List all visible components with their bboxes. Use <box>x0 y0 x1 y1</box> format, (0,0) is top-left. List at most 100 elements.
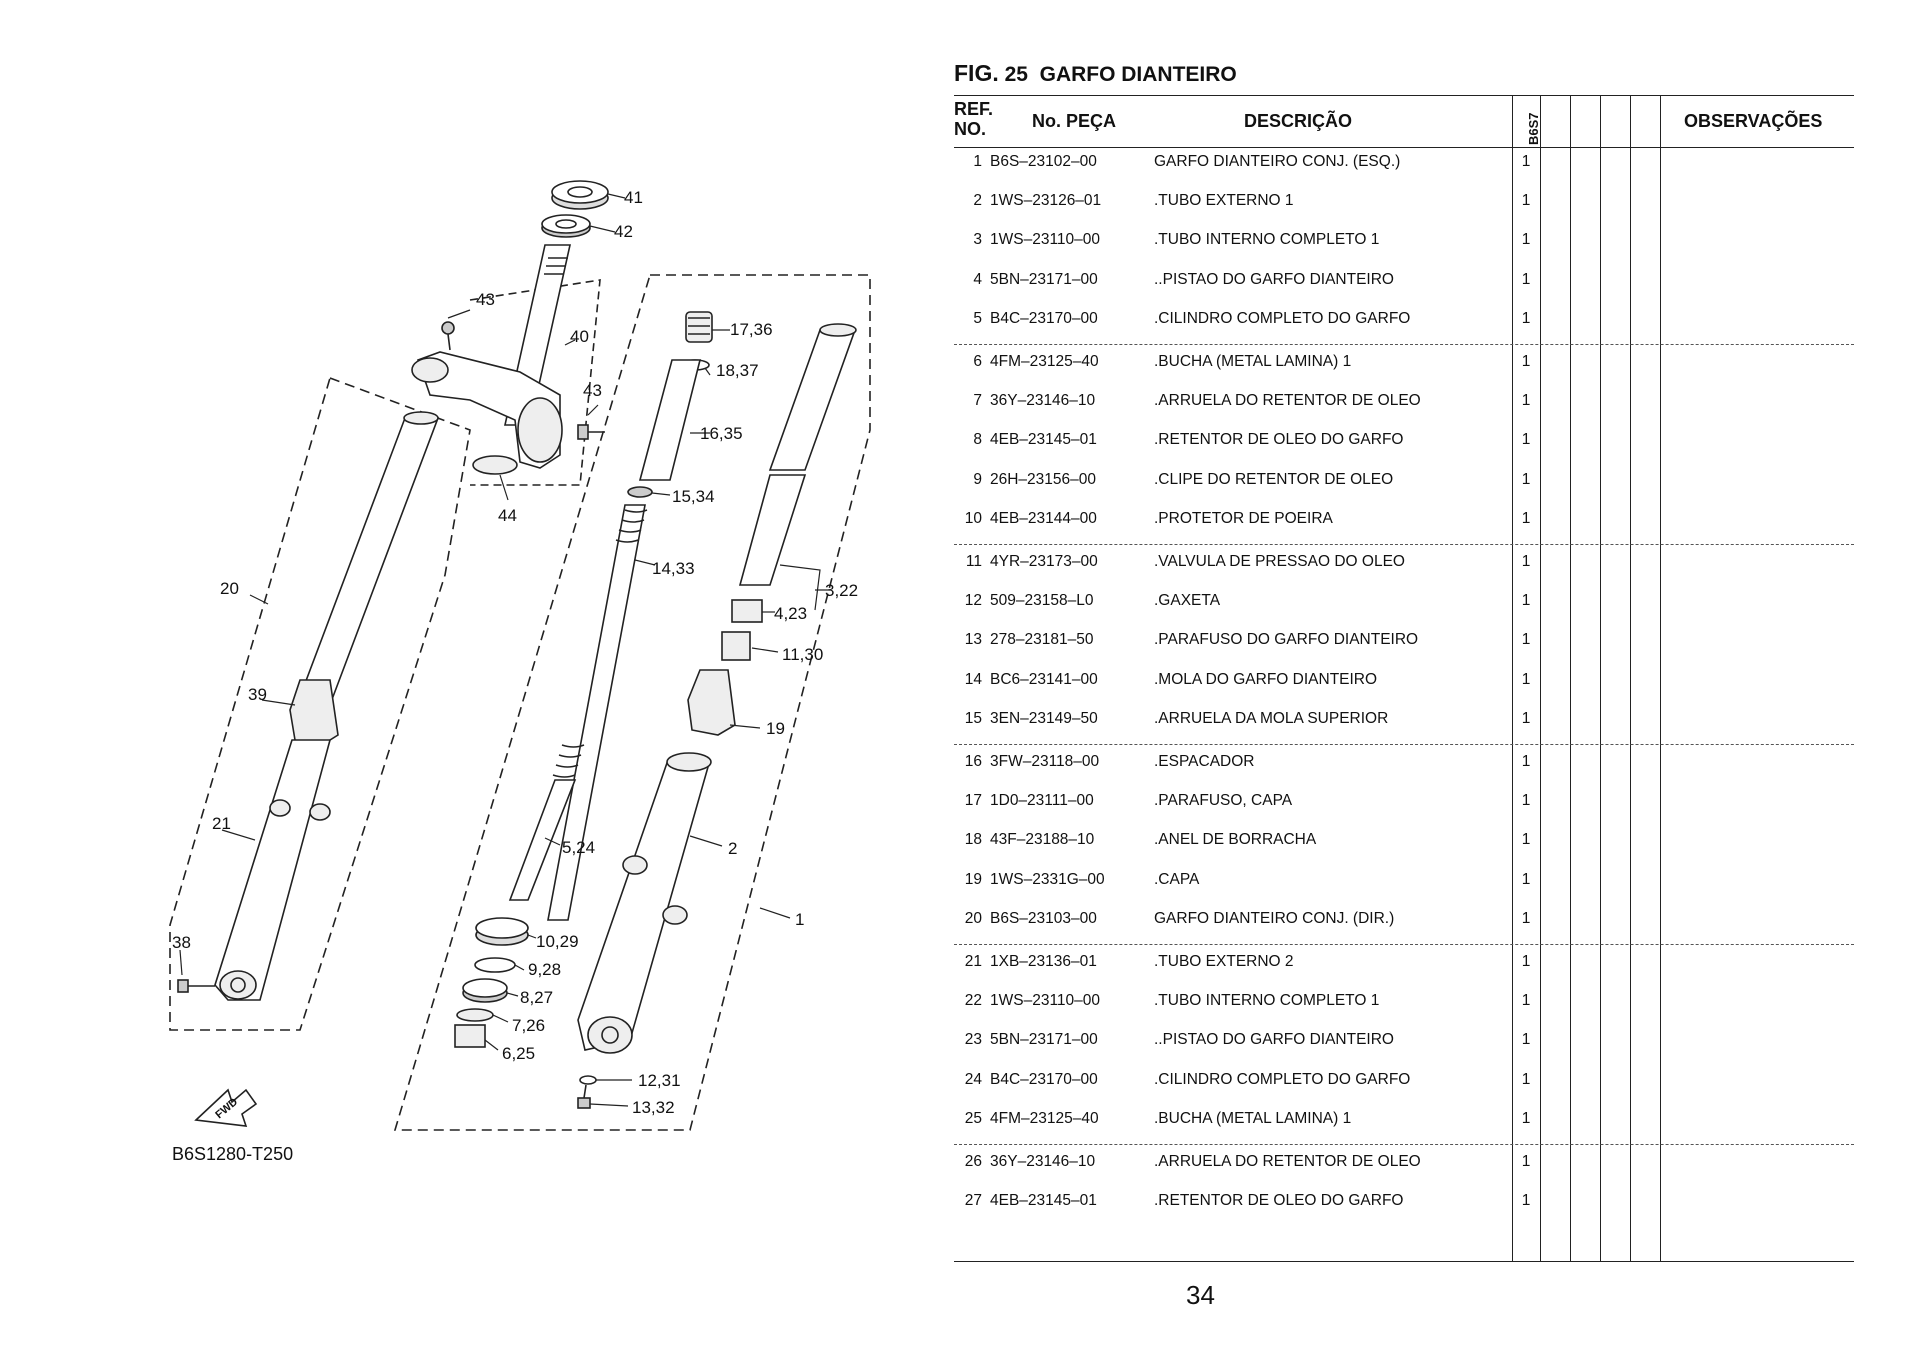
parts-table: REF. NO. No. PEÇA DESCRIÇÃO OBSERVAÇÕES … <box>954 95 1854 1262</box>
row-part-no: 4FM–23125–40 <box>990 353 1099 370</box>
row-description: .BUCHA (METAL LAMINA) 1 <box>1154 353 1352 370</box>
row-part-no: 4EB–23145–01 <box>990 1192 1097 1210</box>
row-ref-no: 19 <box>964 870 982 888</box>
col-divider-model <box>1540 95 1541 1262</box>
row-part-no: 1WS–23110–00 <box>990 231 1101 249</box>
row-part-no: 4FM–23125–40 <box>990 1109 1099 1127</box>
row-part-no: 36Y–23146–10 <box>990 1153 1096 1170</box>
row-ref-no: 6 <box>973 353 982 370</box>
callout-7-26: 7,26 <box>512 1016 545 1035</box>
row-ref-no: 15 <box>964 709 982 727</box>
group-separator <box>954 344 1854 345</box>
callout-5-24: 5,24 <box>562 838 595 857</box>
clip-9 <box>474 957 516 973</box>
row-quantity: 1 <box>1521 553 1531 570</box>
row-quantity: 1 <box>1521 192 1531 210</box>
col-divider-a <box>1570 95 1571 1262</box>
callout-17-36: 17,36 <box>730 320 773 339</box>
callout-43-side: 43 <box>583 381 602 400</box>
washer-7 <box>456 1008 494 1022</box>
row-part-no: 1WS–2331G–00 <box>990 870 1105 888</box>
callout-6-25: 6,25 <box>502 1044 535 1063</box>
row-part-no: 5BN–23171–00 <box>990 270 1098 288</box>
row-ref-no: 3 <box>973 231 982 249</box>
right-fork-group-outline <box>393 274 871 1131</box>
left-outer-tube-21 <box>214 739 332 1001</box>
row-quantity: 1 <box>1521 431 1531 449</box>
row-ref-no: 17 <box>964 792 982 810</box>
row-description: .TUBO EXTERNO 1 <box>1154 192 1294 210</box>
row-part-no: BC6–23141–00 <box>990 670 1098 688</box>
row-quantity: 1 <box>1521 1153 1531 1170</box>
bearing-42 <box>541 214 591 238</box>
row-description: .ARRUELA DA MOLA SUPERIOR <box>1154 709 1389 727</box>
col-divider-b <box>1600 95 1601 1262</box>
row-quantity: 1 <box>1521 309 1531 327</box>
row-part-no: 278–23181–50 <box>990 631 1094 649</box>
right-outer-tube-2 <box>577 752 712 1054</box>
row-description: .CILINDRO COMPLETO DO GARFO <box>1154 309 1411 327</box>
row-part-no: 43F–23188–10 <box>990 831 1095 849</box>
callout-20: 20 <box>220 579 239 598</box>
row-ref-no: 9 <box>973 470 982 488</box>
clip-44 <box>472 455 518 475</box>
callout-43-top: 43 <box>476 290 495 309</box>
row-description: GARFO DIANTEIRO CONJ. (DIR.) <box>1154 909 1395 927</box>
header-model-code: B6S7 <box>1526 112 1541 145</box>
row-description: .GAXETA <box>1154 592 1221 610</box>
callout-16-35: 16,35 <box>700 424 743 443</box>
group-separator <box>954 1144 1854 1145</box>
row-ref-no: 24 <box>964 1070 982 1088</box>
row-description: GARFO DIANTEIRO CONJ. (ESQ.) <box>1154 153 1401 170</box>
row-description: .CAPA <box>1154 870 1200 888</box>
cap-bolt-17 <box>685 311 713 343</box>
callout-10-29: 10,29 <box>536 932 579 951</box>
row-ref-no: 5 <box>973 309 982 327</box>
bushing-6 <box>454 1024 486 1048</box>
row-part-no: B6S–23102–00 <box>990 153 1097 170</box>
row-quantity: 1 <box>1521 709 1531 727</box>
row-quantity: 1 <box>1521 153 1531 170</box>
row-ref-no: 23 <box>964 1031 982 1049</box>
callout-labels: 41 42 43 40 43 44 20 39 21 38 17,36 18,3… <box>172 188 858 1117</box>
gasket-12 <box>579 1075 597 1085</box>
group-separator <box>954 744 1854 745</box>
row-ref-no: 25 <box>964 1109 982 1127</box>
row-ref-no: 13 <box>964 631 982 649</box>
row-description: .RETENTOR DE OLEO DO GARFO <box>1154 431 1404 449</box>
row-part-no: 36Y–23146–10 <box>990 392 1096 410</box>
row-ref-no: 12 <box>964 592 982 610</box>
row-ref-no: 1 <box>973 153 982 170</box>
col-divider-c <box>1630 95 1631 1262</box>
figure-title: FIG. 25 GARFO DIANTEIRO <box>954 60 1237 87</box>
row-description: .PROTETOR DE POEIRA <box>1154 509 1333 527</box>
row-quantity: 1 <box>1521 1070 1531 1088</box>
fwd-arrow-icon <box>194 1088 258 1127</box>
header-notes: OBSERVAÇÕES <box>1684 111 1823 131</box>
row-ref-no: 20 <box>964 909 982 927</box>
diagram-code: B6S1280-T250 <box>172 1144 293 1164</box>
callout-18-37: 18,37 <box>716 361 759 380</box>
row-description: .ARRUELA DO RETENTOR DE OLEO <box>1154 1153 1421 1170</box>
figure-number: 25 <box>1004 63 1028 86</box>
row-quantity: 1 <box>1521 870 1531 888</box>
row-description: .ESPACADOR <box>1154 753 1255 770</box>
callout-11-30: 11,30 <box>782 645 823 664</box>
callout-44: 44 <box>498 506 517 525</box>
col-divider-desc <box>1512 95 1513 1262</box>
callout-12-31: 12,31 <box>638 1071 681 1090</box>
callout-21: 21 <box>212 814 231 833</box>
row-ref-no: 8 <box>973 431 982 449</box>
left-fork-cap-39 <box>289 679 339 746</box>
row-part-no: 1XB–23136–01 <box>990 953 1097 970</box>
row-part-no: 1WS–23110–00 <box>990 992 1101 1010</box>
callout-2: 2 <box>728 839 737 858</box>
row-part-no: 26H–23156–00 <box>990 470 1097 488</box>
row-description: .BUCHA (METAL LAMINA) 1 <box>1154 1109 1352 1127</box>
row-quantity: 1 <box>1521 670 1531 688</box>
row-ref-no: 22 <box>964 992 982 1010</box>
cylinder-5 <box>508 779 577 901</box>
row-quantity: 1 <box>1521 953 1531 970</box>
bushing-4 <box>731 599 763 623</box>
row-quantity: 1 <box>1521 392 1531 410</box>
